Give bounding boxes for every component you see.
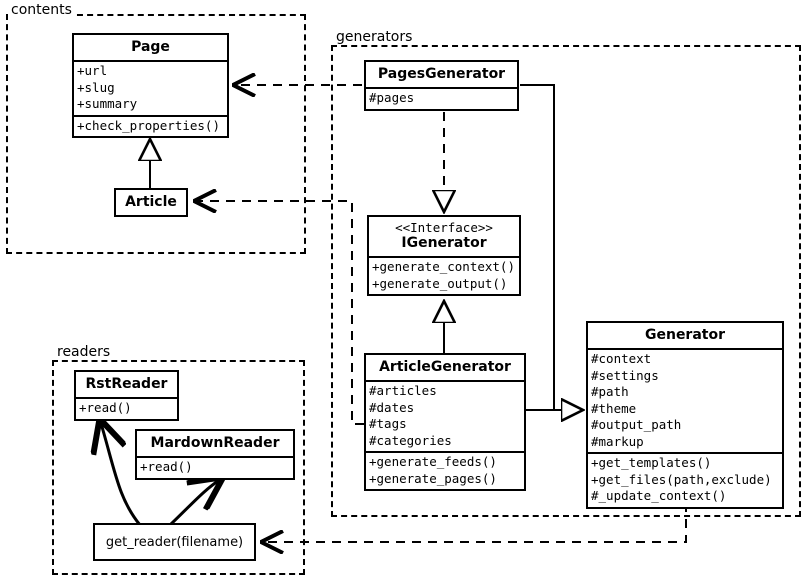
- class-igenerator-stereotype: <<Interface>>: [395, 220, 493, 235]
- operation-row: +generate_feeds(): [369, 454, 497, 469]
- operation-row: +generate_output(): [372, 275, 508, 291]
- class-rst-reader[interactable]: RstReader +read(): [74, 370, 179, 421]
- attribute-row: #context: [591, 351, 652, 366]
- attribute-row: +summary: [77, 96, 138, 111]
- package-contents-label: contents: [8, 3, 75, 18]
- class-generator[interactable]: Generator #context #settings #path #them…: [586, 321, 784, 509]
- class-page[interactable]: Page +url +slug +summary +check_properti…: [72, 33, 229, 138]
- class-generator-title: Generator: [644, 327, 725, 343]
- attribute-row: #pages: [369, 90, 415, 105]
- class-article-generator-title: ArticleGenerator: [379, 359, 511, 375]
- class-article-generator-operations: +generate_feeds() +generate_pages(): [366, 451, 524, 489]
- attribute-row: #theme: [591, 400, 637, 416]
- function-get-reader-label: get_reader(filename): [105, 534, 244, 550]
- operation-row: +generate_context(): [372, 259, 515, 274]
- class-mardown-reader[interactable]: MardownReader +read(): [135, 429, 295, 480]
- function-get-reader[interactable]: get_reader(filename): [93, 523, 256, 561]
- class-pages-generator-attributes: #pages: [366, 87, 517, 109]
- class-pages-generator[interactable]: PagesGenerator #pages: [364, 60, 519, 111]
- attribute-row: #dates: [369, 399, 415, 415]
- attribute-row: #tags: [369, 416, 407, 431]
- class-mardown-reader-operations: +read(): [137, 456, 293, 478]
- attribute-row: #path: [591, 384, 629, 399]
- class-article[interactable]: Article: [114, 188, 188, 217]
- class-rst-reader-title: RstReader: [85, 376, 168, 392]
- class-article-title: Article: [125, 194, 177, 210]
- class-igenerator-operations: +generate_context() +generate_output(): [369, 256, 519, 294]
- class-generator-operations: +get_templates() +get_files(path,exclude…: [588, 452, 782, 507]
- operation-row: +get_templates(): [591, 455, 712, 470]
- attribute-row: #categories: [369, 432, 452, 448]
- attribute-row: #articles: [369, 383, 437, 398]
- operation-row: +read(): [79, 400, 132, 415]
- package-readers: [52, 360, 305, 575]
- class-igenerator-title: <<Interface>> IGenerator: [369, 217, 519, 256]
- class-article-generator[interactable]: ArticleGenerator #articles #dates #tags …: [364, 353, 526, 491]
- class-generator-attributes: #context #settings #path #theme #output_…: [588, 348, 782, 452]
- attribute-row: #output_path: [591, 417, 682, 432]
- class-pages-generator-title: PagesGenerator: [377, 66, 506, 82]
- package-contents: [6, 14, 306, 254]
- class-page-operations: +check_properties(): [74, 114, 227, 137]
- attribute-row: +url: [77, 63, 108, 78]
- operation-row: +generate_pages(): [369, 470, 497, 486]
- operation-row: +check_properties(): [77, 117, 220, 133]
- operation-row: #_update_context(): [591, 488, 727, 503]
- class-igenerator-name: IGenerator: [401, 235, 487, 251]
- package-readers-label: readers: [54, 345, 114, 360]
- class-page-attributes: +url +slug +summary: [74, 60, 227, 115]
- class-igenerator[interactable]: <<Interface>> IGenerator +generate_conte…: [367, 215, 521, 296]
- attribute-row: +slug: [77, 79, 115, 95]
- operation-row: +get_files(path,exclude): [591, 471, 772, 487]
- operation-row: +read(): [140, 459, 193, 474]
- class-article-generator-attributes: #articles #dates #tags #categories: [366, 380, 524, 451]
- attribute-row: #markup: [591, 433, 644, 449]
- package-generators-label: generators: [333, 30, 416, 45]
- class-page-title: Page: [131, 39, 170, 55]
- class-mardown-reader-title: MardownReader: [150, 435, 280, 451]
- attribute-row: #settings: [591, 367, 659, 383]
- class-rst-reader-operations: +read(): [76, 397, 177, 419]
